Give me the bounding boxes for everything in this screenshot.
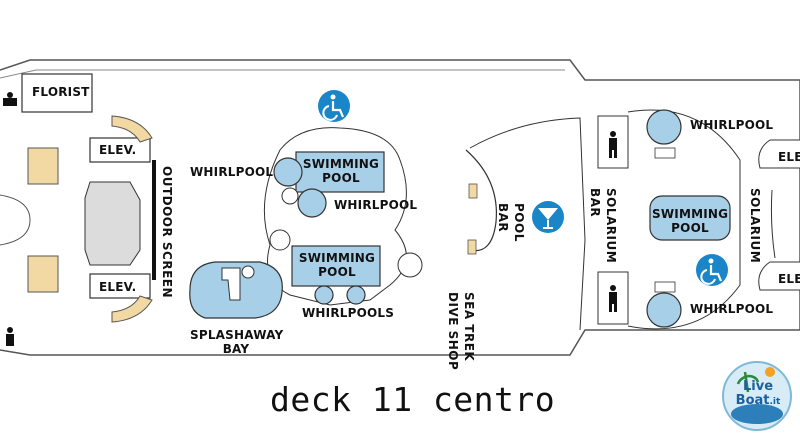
hull-outline: [0, 59, 800, 356]
person-icon-bottom: [609, 285, 617, 312]
curved-stairs-bottom: [111, 295, 153, 323]
liveboat-logo-text: Live Boat.it: [735, 379, 781, 408]
elevator-bottom: [89, 273, 151, 299]
florist-room: [21, 73, 93, 113]
outdoor-screen-label: OUTDOOR SCREEN: [160, 166, 174, 299]
whirlpool-small-b: [346, 285, 366, 305]
right-column: [770, 189, 776, 259]
swimming-pool-2: [291, 245, 381, 287]
outdoor-screen-bar: [152, 160, 156, 280]
whirlpool-right-bottom-label: WHIRLPOOL: [690, 302, 774, 316]
person-icon: [609, 131, 617, 158]
stairs-left-bottom: [27, 255, 59, 293]
elevator-right-top-label: ELE: [778, 150, 800, 164]
pool-bar-label: POOL BAR: [496, 203, 526, 242]
pool-bar-stairs-bottom: [467, 239, 477, 255]
cocktail-icon: [532, 201, 564, 233]
whirlpool-left: [273, 157, 303, 187]
swimming-pool-1: [295, 151, 385, 193]
stairs-left-top: [27, 147, 59, 185]
whirlpool-small-a: [314, 285, 334, 305]
swimming-pool-2-label: SWIMMING POOL: [298, 251, 376, 279]
whirlpool-right-top: [646, 109, 682, 145]
elevator-bottom-label: ELEV.: [99, 280, 137, 294]
whirlpools-label: WHIRLPOOLS: [302, 306, 395, 320]
whirlpool-right-bottom: [646, 292, 682, 328]
swimming-pool-1-label: SWIMMING POOL: [302, 157, 380, 185]
whirlpool-center: [297, 188, 327, 218]
solarium-bar-label: SOLARIUM BAR: [588, 188, 618, 264]
whirlpool-right-top-label: WHIRLPOOL: [690, 118, 774, 132]
pool-bar-counter: [465, 149, 498, 252]
pool-deck-outline: [263, 127, 407, 306]
accessible-icon-right: [696, 254, 728, 286]
swimming-pool-3: [649, 195, 731, 241]
swimming-pool-3-label: SWIMMING POOL: [652, 207, 729, 235]
pool-bar-area: [469, 117, 586, 331]
accessible-icon: [318, 90, 350, 122]
curved-stairs-top: [111, 115, 153, 143]
solarium-label: SOLARIUM: [748, 188, 762, 264]
hull-inner-line: [0, 69, 565, 79]
elevator-right-top: [758, 139, 800, 169]
left-arch: [0, 194, 31, 246]
elevator-right-bottom: [758, 261, 800, 291]
liveboat-logo: [722, 361, 792, 431]
whirlpool-left-label: WHIRLPOOL: [190, 165, 274, 179]
deck-caption: deck 11 centro: [270, 380, 556, 419]
elevator-top-label: ELEV.: [99, 143, 137, 157]
splashaway-bay-label: SPLASHAWAY BAY: [190, 328, 284, 356]
whirlpool-center-label: WHIRLPOOL: [334, 198, 418, 212]
splashaway-slide: [221, 267, 241, 301]
elevator-right-bottom-label: ELE: [778, 272, 800, 286]
person-icon-left-top: [3, 92, 17, 106]
pool-bar-stairs-top: [468, 183, 478, 199]
atrium-block: [84, 181, 141, 266]
florist-label: FLORIST: [32, 85, 90, 99]
person-icon-left-bottom: [6, 327, 14, 346]
sea-trek-dive-shop-label: SEA TREK DIVE SHOP: [446, 292, 476, 371]
